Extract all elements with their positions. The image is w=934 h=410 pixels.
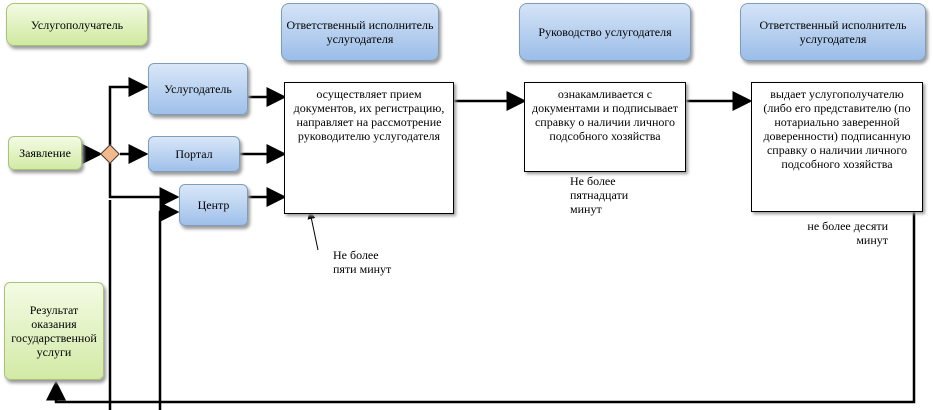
step-receive-documents: осуществляет прием документов, их регист… <box>284 82 454 214</box>
application-label: Заявление <box>19 146 71 160</box>
timing-note-3: не более десяти минут <box>792 219 888 247</box>
lane-recipient: Услугополучатель <box>6 3 148 46</box>
step-issue-certificate: выдает услугополучателю (либо его предст… <box>751 82 923 212</box>
wire-gateway-provider <box>108 77 149 146</box>
timing-note-1-text: Не более пяти минут <box>333 248 392 276</box>
timing-note-2: Не более пятнадцати минут <box>570 174 650 216</box>
wire-return-center <box>158 202 180 410</box>
provider-node: Услугодатель <box>148 63 248 115</box>
center-node: Центр <box>179 184 248 226</box>
lane-management: Руководство услугодателя <box>519 3 691 61</box>
portal-label: Портал <box>175 147 213 161</box>
wire-timing-pointer <box>307 211 319 251</box>
timing-note-1: Не более пяти минут <box>333 248 403 276</box>
lane-responsible-2-label: Ответственный исполнитель услугодателя <box>759 18 907 46</box>
provider-label: Услугодатель <box>164 82 232 96</box>
application-node: Заявление <box>8 136 82 170</box>
center-label: Центр <box>197 198 230 212</box>
step-receive-documents-text: осуществляет прием документов, их регист… <box>293 87 445 143</box>
lane-recipient-label: Услугополучатель <box>30 17 124 32</box>
step-issue-certificate-text: выдает услугополучателю (либо его предст… <box>763 87 911 171</box>
lane-responsible-2: Ответственный исполнитель услугодателя <box>740 3 926 61</box>
result-node: Результат оказания государственной услуг… <box>4 282 104 380</box>
step-review-sign-text: ознакамливается с документами и подписыв… <box>532 87 678 143</box>
wire-step3-result <box>46 212 916 404</box>
timing-note-2-text: Не более пятнадцати минут <box>570 174 629 216</box>
step-review-sign: ознакамливается с документами и подписыв… <box>524 82 686 172</box>
result-label: Результат оказания государственной услуг… <box>11 303 97 359</box>
lane-management-label: Руководство услугодателя <box>538 25 672 39</box>
portal-node: Портал <box>148 136 240 172</box>
lane-responsible-1-label: Ответственный исполнитель услугодателя <box>286 18 434 46</box>
wire-gateway-center <box>108 162 180 207</box>
lane-responsible-1: Ответственный исполнитель услугодателя <box>281 3 439 61</box>
timing-note-3-text: не более десяти минут <box>807 219 888 247</box>
